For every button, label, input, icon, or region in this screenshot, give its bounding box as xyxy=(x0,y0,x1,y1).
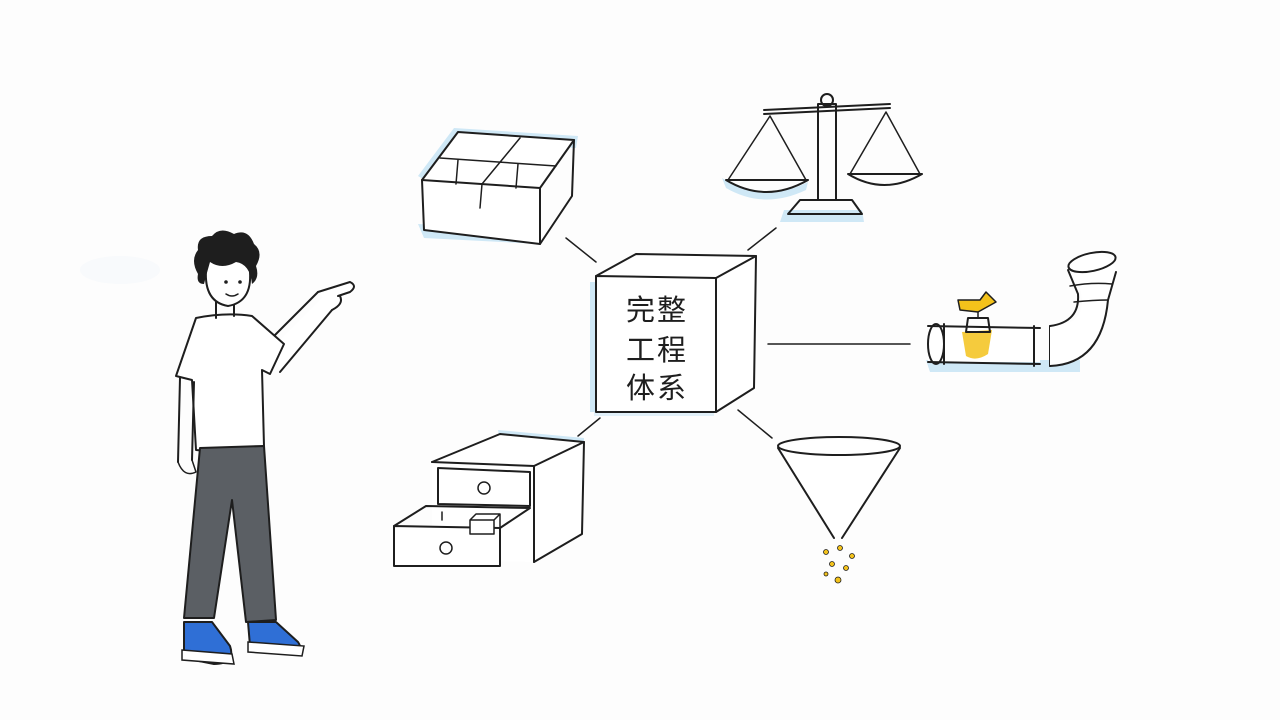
center-label-line-2: 工程 xyxy=(626,333,688,367)
funnel-rim xyxy=(777,436,901,456)
scale-post xyxy=(817,103,837,201)
pants xyxy=(183,445,277,623)
pipe-with-valve-icon xyxy=(926,250,1117,372)
face xyxy=(204,269,252,307)
connector-to-drawer xyxy=(577,417,601,437)
scale-beam xyxy=(763,103,891,115)
pipe-elbow-outer xyxy=(1049,271,1117,367)
pointing-hand xyxy=(317,281,355,311)
hanging-arm xyxy=(177,377,195,463)
connector-to-funnel xyxy=(737,409,773,439)
center-label-line-3: 体系 xyxy=(626,371,688,405)
center-label-line-1: 完整 xyxy=(626,293,688,327)
cabinet-top xyxy=(431,433,585,467)
scale-pan-left xyxy=(725,179,809,193)
top-drawer xyxy=(437,467,531,507)
cabinet-side xyxy=(533,441,585,563)
center-cube: 完整 工程 体系 xyxy=(590,253,757,416)
scale-base xyxy=(787,199,863,215)
valve-handle xyxy=(957,291,997,313)
hair xyxy=(194,230,260,284)
filtered-particles xyxy=(823,545,855,584)
scale-pan-right xyxy=(847,173,923,186)
funnel-filter-icon xyxy=(777,436,901,584)
cube-side-face xyxy=(715,255,757,413)
background-wash xyxy=(80,256,160,284)
connector-lines xyxy=(565,227,911,439)
connector-to-scale xyxy=(747,227,777,251)
connector-to-tray xyxy=(565,237,597,263)
open-drawer-sides xyxy=(393,505,531,529)
balance-scale-icon xyxy=(722,93,923,222)
person-pointing-icon xyxy=(175,230,356,665)
funnel-cone xyxy=(777,447,901,539)
partitioned-tray-box-icon xyxy=(418,128,578,245)
tray-side xyxy=(539,139,575,245)
drawer-cabinet-icon xyxy=(393,430,585,567)
pipe-elbow-inner xyxy=(1049,269,1080,327)
pipe-horizontal xyxy=(927,325,1041,365)
valve-body xyxy=(965,317,991,333)
hanging-hand xyxy=(177,459,197,475)
open-drawer-front xyxy=(393,525,501,567)
cube-top-face xyxy=(595,253,757,279)
tray-top xyxy=(421,131,575,189)
